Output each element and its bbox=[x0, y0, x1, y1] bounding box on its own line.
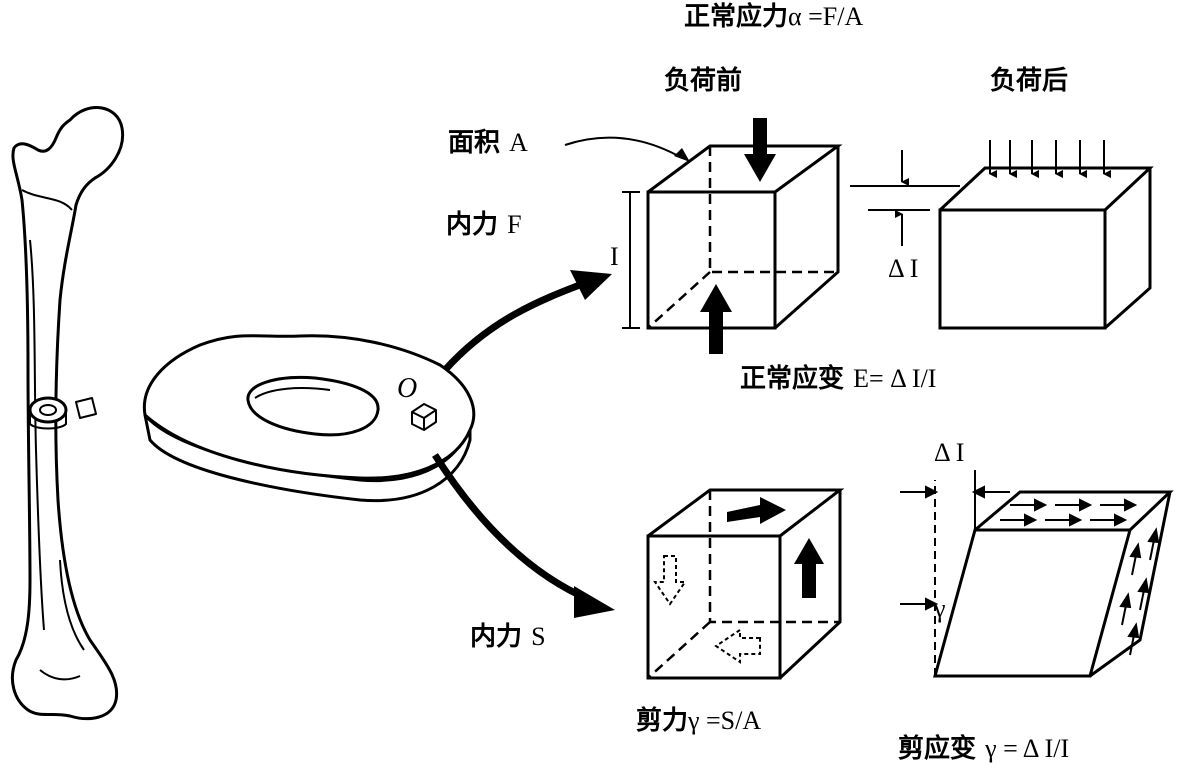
length-label: I bbox=[610, 242, 619, 271]
area-label-text: 面积 bbox=[448, 128, 501, 158]
shear-strain-formula: γ = Δ I/I bbox=[985, 734, 1070, 763]
shear-delta-arrows bbox=[900, 485, 1010, 611]
shear-strain-text: 剪应变 bbox=[898, 734, 977, 764]
area-symbol: A bbox=[509, 128, 528, 157]
internal-force-s-label: 内力 S bbox=[470, 622, 546, 652]
origin-label: O bbox=[397, 373, 418, 404]
internal-force-f-text: 内力 bbox=[446, 210, 499, 240]
load-arrows-vertical bbox=[700, 118, 776, 354]
internal-force-f-symbol: F bbox=[507, 210, 522, 239]
area-pointer-curve bbox=[564, 136, 683, 159]
delta-l-normal-label: Δ I bbox=[888, 254, 919, 283]
gamma-label: γ bbox=[934, 594, 946, 623]
internal-force-s-symbol: S bbox=[531, 622, 546, 651]
shear-arrows-hollow bbox=[653, 555, 761, 664]
internal-force-s-text: 内力 bbox=[470, 622, 523, 652]
sheared-block bbox=[933, 470, 1174, 678]
shear-surface-arrows bbox=[1000, 498, 1160, 656]
bone-cross-section-disk bbox=[142, 334, 476, 503]
area-label: 面积 A bbox=[448, 128, 528, 158]
after-load-label: 负荷后 bbox=[990, 66, 1069, 96]
normal-strain-label: 正常应变 E= Δ I/I bbox=[740, 364, 936, 394]
delta-l-indicator bbox=[850, 150, 960, 246]
shear-force-text: 剪力 bbox=[636, 706, 689, 736]
delta-l-shear-label: Δ I bbox=[934, 438, 965, 467]
normal-stress-title: 正常应力 bbox=[684, 2, 789, 32]
cube-shear-force bbox=[646, 488, 845, 680]
shear-arrows-solid bbox=[727, 497, 824, 598]
normal-stress-label: 正常应力α =F/A bbox=[684, 2, 863, 32]
normal-strain-text: 正常应变 bbox=[740, 364, 845, 394]
internal-force-f-label: 内力 F bbox=[446, 210, 522, 240]
curved-arrows bbox=[432, 270, 615, 618]
distributed-load-arrows bbox=[989, 140, 1111, 178]
normal-stress-formula: α =F/A bbox=[788, 2, 864, 31]
cube-before-load bbox=[622, 144, 843, 330]
cube-after-load bbox=[938, 166, 1154, 330]
before-load-label: 负荷前 bbox=[664, 66, 743, 96]
normal-strain-formula: E= Δ I/I bbox=[853, 364, 937, 393]
shear-strain-label: 剪应变 γ = Δ I/I bbox=[898, 734, 1069, 764]
shear-force-formula: γ =S/A bbox=[688, 706, 762, 735]
shear-force-label: 剪力γ =S/A bbox=[636, 706, 761, 736]
femur-bone-illustration bbox=[11, 106, 125, 721]
